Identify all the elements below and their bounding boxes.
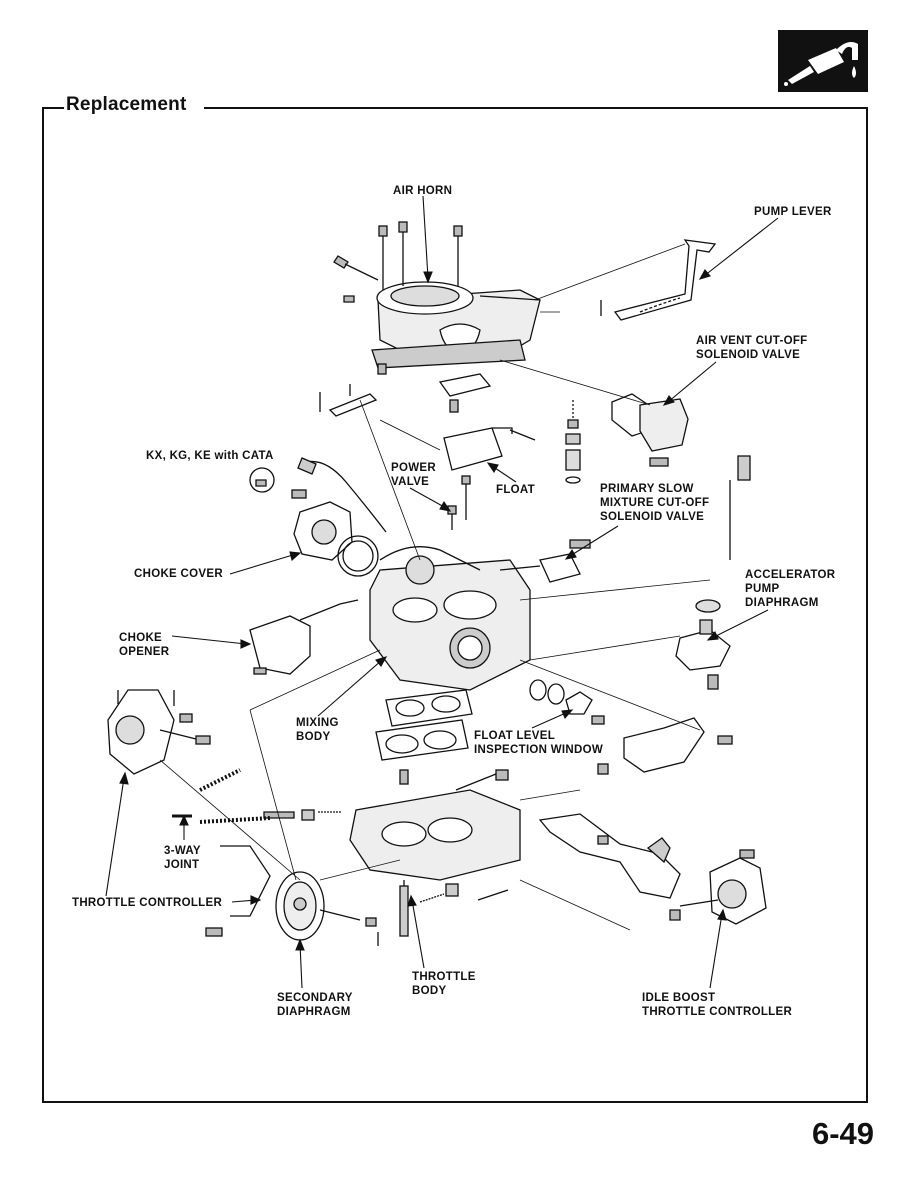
section-title: Replacement — [66, 94, 187, 115]
linkage-plate-part — [519, 813, 681, 931]
needle-valve-stack-part — [565, 400, 581, 484]
label-primary-slow-mixture-solenoid: PRIMARY SLOW MIXTURE CUT-OFF SOLENOID VA… — [600, 483, 710, 523]
label-choke-opener: CHOKE OPENER — [119, 632, 170, 658]
label-secondary-diaphragm: SECONDARY DIAPHRAGM — [277, 992, 353, 1018]
figure-frame — [42, 107, 868, 1103]
label-power-valve: POWER VALVE — [391, 462, 436, 488]
label-float-level-inspection-window: FLOAT LEVEL INSPECTION WINDOW — [474, 730, 604, 756]
mixing-body-part — [369, 475, 531, 691]
air-vent-solenoid-part — [499, 359, 689, 467]
page-number: 6-49 — [811, 1116, 874, 1151]
label-accelerator-pump-diaphragm: ACCELERATOR PUMP DIAPHRAGM — [745, 569, 836, 609]
throttle-controller-part — [107, 689, 211, 775]
bracket-part — [519, 659, 733, 773]
label-float: FLOAT — [496, 484, 535, 496]
choke-cover-part — [249, 457, 387, 577]
choke-opener-part — [249, 599, 359, 675]
frame-top-right-border — [204, 107, 868, 109]
label-air-vent-cutoff-solenoid: AIR VENT CUT-OFF SOLENOID VALVE — [696, 335, 808, 361]
gasket-parts — [375, 689, 473, 761]
frame-top-left-border — [42, 107, 64, 109]
label-throttle-body: THROTTLE BODY — [412, 971, 476, 997]
label-idle-boost-throttle-controller: IDLE BOOST THROTTLE CONTROLLER — [642, 992, 793, 1018]
secondary-diaphragm-part — [205, 845, 379, 946]
primary-slow-solenoid-part — [499, 539, 591, 583]
air-horn-part — [333, 221, 541, 375]
idle-boost-controller-part — [669, 849, 767, 925]
throttle-body-part — [263, 763, 609, 937]
label-air-horn: AIR HORN — [393, 185, 453, 197]
label-kx-kg-ke-cata: KX, KG, KE with CATA — [146, 450, 274, 462]
accelerator-pump-part — [519, 455, 751, 690]
label-throttle-controller: THROTTLE CONTROLLER — [72, 897, 223, 909]
pump-lever-part — [534, 239, 717, 321]
float-part — [443, 427, 536, 471]
label-choke-cover: CHOKE COVER — [134, 568, 223, 580]
label-3-way-joint: 3-WAY JOINT — [164, 845, 201, 871]
label-pump-lever: PUMP LEVER — [754, 206, 832, 218]
float-level-window-part — [529, 679, 605, 725]
label-mixing-body: MIXING BODY — [296, 717, 339, 743]
fuel-nozzle-icon — [778, 30, 868, 92]
